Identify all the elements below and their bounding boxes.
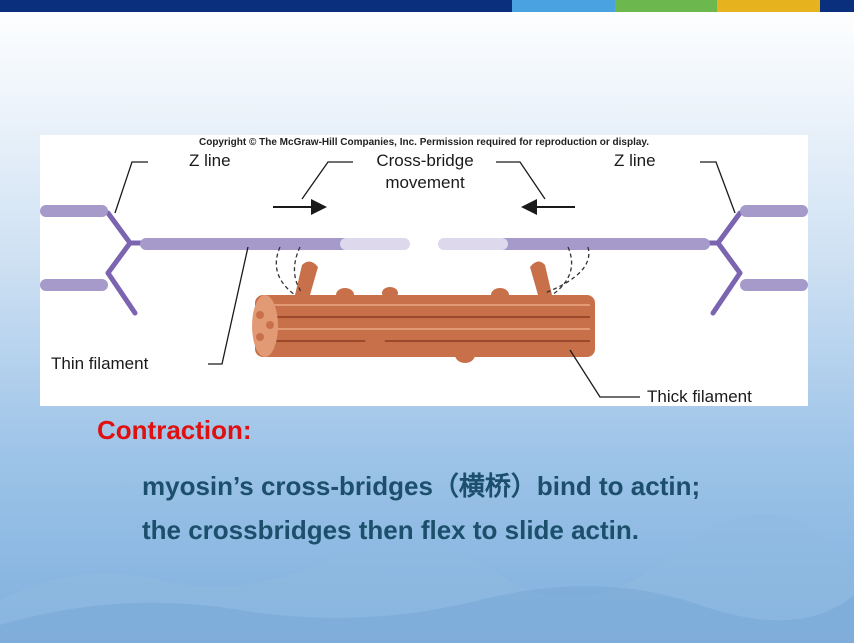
description-line-1: myosin’s cross-bridges（横桥）bind to actin; <box>142 471 701 501</box>
sliding-filament-figure: Copyright © The McGraw-Hill Companies, I… <box>40 135 808 406</box>
thin-filament-label: Thin filament <box>51 354 149 373</box>
top-bar-segment-blue <box>512 0 615 12</box>
myosin-cross-bridges <box>295 261 552 363</box>
description-line-2: the crossbridges then flex to slide acti… <box>142 515 640 545</box>
cross-bridge-movement-label: Cross-bridge movement <box>355 150 495 194</box>
thick-filament-label: Thick filament <box>647 387 752 406</box>
figure-copyright: Copyright © The McGraw-Hill Companies, I… <box>198 137 650 148</box>
z-line-right-label: Z line <box>614 151 656 170</box>
top-accent-bar <box>0 0 854 12</box>
label-leader-lines <box>114 161 736 398</box>
z-line-left-label: Z line <box>189 151 231 170</box>
cross-bridge-dashed-outlines <box>275 246 590 296</box>
sliding-filament-diagram <box>40 161 808 398</box>
top-bar-segment-navy <box>0 0 512 12</box>
thick-filament-myosin <box>252 295 595 357</box>
actin-filaments-right <box>438 205 808 291</box>
cross-bridge-label-line2: movement <box>385 173 465 192</box>
top-bar-segment-navy-end <box>820 0 854 12</box>
z-line-right-structure <box>697 210 743 316</box>
z-line-left-structure <box>105 210 151 316</box>
actin-filaments-left <box>40 205 410 291</box>
cross-bridge-label-line1: Cross-bridge <box>376 151 474 170</box>
top-bar-segment-gold <box>717 0 820 12</box>
contraction-heading: Contraction: <box>97 415 252 445</box>
top-bar-segment-green <box>615 0 717 12</box>
